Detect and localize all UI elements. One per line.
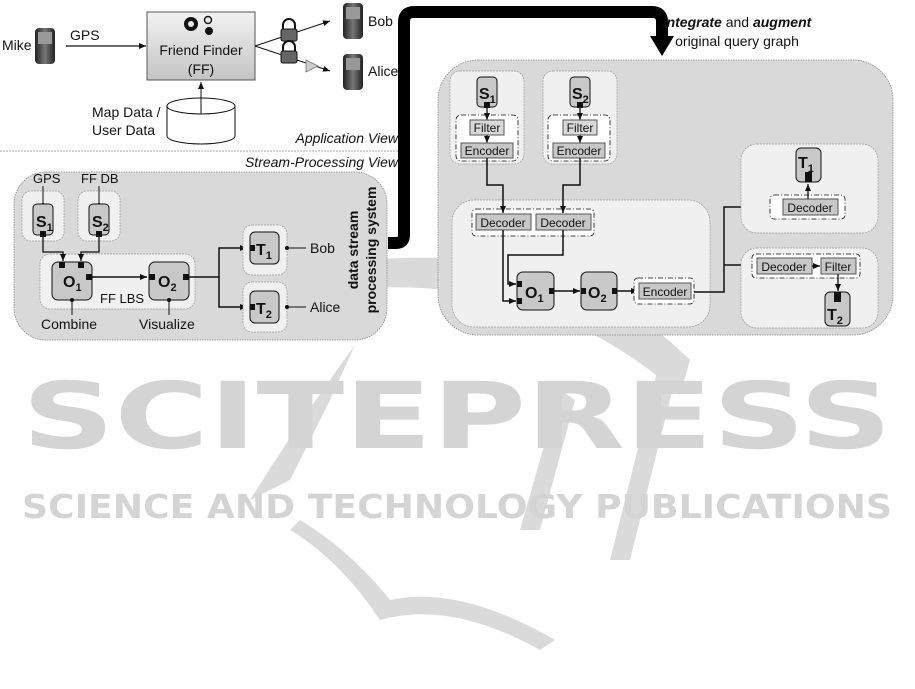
dsps-label-line1: data stream [345,211,361,290]
watermark-stroke-right [610,360,680,560]
aug-s2-encoder-label: Encoder [557,144,602,158]
augment-caption-line1: integrate and augment [663,14,813,30]
s1-letter: S [36,214,47,231]
aug-o1-letter: O [525,285,537,302]
gps-source-label: GPS [33,171,61,186]
mike-label: Mike [2,37,32,53]
phone-icon-alice [343,54,363,90]
integrate-arrowhead [650,36,674,56]
aug-decoder-1-label: Decoder [480,216,525,230]
combine-label: Combine [41,316,97,332]
watermark-swoosh-bottom [290,520,555,650]
aug-o2-letter: O [588,285,600,302]
augment-word: augment [753,14,813,30]
t1-bob-label: Bob [310,240,335,256]
aug-encoder-label: Encoder [643,285,688,299]
aug-s1-filter-label: Filter [474,121,501,135]
t2-alice-label: Alice [310,299,341,315]
friend-finder-subtitle: (FF) [188,61,214,77]
o2-label: O2 [158,274,177,294]
watermark-main: SCITEPRESS [22,363,892,470]
database-icon [166,97,236,145]
watermark-sub: SCIENCE AND TECHNOLOGY PUBLICATIONS [22,487,892,526]
dsps-label-line2: processing system [363,187,379,314]
aug-t2-sub: 2 [837,315,843,327]
s2-label: S2 [92,214,109,234]
t1-sub: 1 [266,250,272,262]
map-data-label: Map Data / [92,104,161,120]
friend-finder-box [146,11,256,81]
aug-t2-letter: T [827,307,837,324]
augmented-query-graph: S1 Filter Encoder S2 Filter Encoder Deco… [437,59,894,336]
aug-t2-filter-label: Filter [825,260,852,274]
t1-letter: T [256,242,266,259]
aug-s1-sub: 1 [490,94,496,106]
alice-label: Alice [368,63,399,79]
aug-o2-sub: 2 [600,293,606,305]
lock-icon-bob [280,18,298,42]
aug-o1-label: O1 [525,285,544,305]
aug-o2-label: O2 [588,285,607,305]
aug-t1-decoder [782,198,839,216]
and-word: and [722,14,753,30]
aug-s1-encoder-label: Encoder [465,144,510,158]
aug-s2-sub: 2 [583,94,589,106]
aug-t2-decoder-label: Decoder [761,260,806,274]
aug-o1-sub: 1 [537,293,543,305]
s1-label: S1 [36,214,53,234]
aug-t2-label: T2 [827,307,843,327]
watermark-stroke-mid [520,390,575,530]
aug-s2-filter-label: Filter [567,121,594,135]
t2-sub: 2 [266,309,272,321]
aug-s2-label: S2 [572,86,589,106]
aug-t1-sub: 1 [808,163,814,175]
friend-finder-title: Friend Finder [159,42,243,58]
t2-letter: T [256,301,266,318]
aug-s1-label: S1 [479,86,496,106]
bob-label: Bob [368,13,393,29]
o1-sub: 1 [75,282,81,294]
integrate-arrow [388,6,668,249]
aug-t1-label: T1 [798,155,814,175]
application-view-label: Application View [295,130,399,146]
ff-lbs-label: FF LBS [100,291,144,306]
aug-s2-encoder [552,142,606,159]
stream-view-label: Stream-Processing View [245,154,399,170]
phone-icon-bob [343,3,363,39]
s2-letter: S [92,214,103,231]
integrate-word: integrate [663,14,722,30]
gps-label: GPS [70,27,100,43]
watermark: SCITEPRESS SCIENCE AND TECHNOLOGY PUBLIC… [22,257,892,650]
o2-sub: 2 [170,282,176,294]
aug-s1-letter: S [479,86,490,103]
s2-sub: 2 [103,222,109,234]
aug-s2-letter: S [572,86,583,103]
watermark-swoosh-left [250,345,355,500]
aug-decoder-2-label: Decoder [540,216,585,230]
filter-funnel-icon [305,59,319,73]
stream-processing-view: GPS FF DB S1 S2 FF LBS O1 O2 Combine Vis… [13,171,388,341]
phone-icon-mike [35,28,55,64]
gears-icon [184,15,213,35]
o1-label: O1 [63,274,82,294]
o1-letter: O [63,274,75,291]
t2-label: T2 [256,301,272,321]
application-view: Mike GPS Friend Finder (FF) B [2,3,399,146]
ffdb-source-label: FF DB [81,171,119,186]
lock-icon-alice [280,40,298,64]
aug-t1-decoder-label: Decoder [787,201,832,215]
augment-caption-line2: original query graph [675,33,799,49]
t1-label: T1 [256,242,272,262]
user-data-label: User Data [92,122,155,138]
o2-letter: O [158,274,170,291]
aug-t1-letter: T [798,155,808,172]
visualize-label: Visualize [139,316,195,332]
aug-encoder [638,282,692,300]
s1-sub: 1 [47,222,53,234]
